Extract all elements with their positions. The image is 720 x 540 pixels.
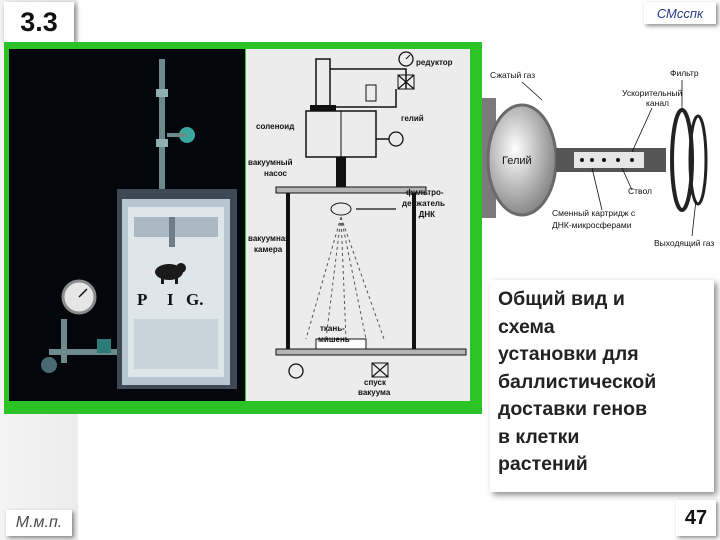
page-number: 47	[676, 500, 716, 536]
label-filter-holder-2: держатель	[402, 199, 445, 208]
caption-line: Общий вид и	[498, 288, 625, 310]
label-solenoid: соленоид	[256, 122, 294, 131]
gene-gun-diagram: Гелий Сжатый газ Фильтр Ускорительный ка…	[482, 60, 718, 250]
schematic-drawing: редуктор соленоид гелий вакуумный насос …	[248, 51, 467, 397]
label-accel-channel-1: Ускорительный	[622, 88, 683, 98]
label-reductor: редуктор	[416, 58, 453, 67]
label-filter-holder-1: фильтро-	[406, 188, 444, 197]
label-cartridge-1: Сменный картридж с	[552, 208, 636, 218]
caption-line: баллистической	[498, 370, 657, 393]
gene-gun-drawing: Гелий Сжатый газ Фильтр Ускорительный ка…	[482, 68, 714, 248]
label-accel-channel-2: канал	[646, 98, 669, 108]
label-release-1: спуск	[364, 378, 387, 387]
label-exhaust-gas: Выходящий газ	[654, 238, 714, 248]
caption-line: растений	[498, 453, 588, 475]
label-filter-holder-3: с ДНК	[412, 210, 435, 219]
label-filter: Фильтр	[670, 68, 699, 78]
caption-line: схема	[498, 315, 555, 338]
caption-box: Общий вид и схема установки для баллисти…	[490, 280, 714, 492]
label-chamber-1: вакуумная	[248, 234, 290, 243]
schematic-diagram: редуктор соленоид гелий вакуумный насос …	[246, 49, 470, 401]
label-vacuum-pump-2: насос	[264, 169, 288, 178]
photo-logo-p: P	[137, 290, 147, 309]
caption-line: установки для	[498, 343, 639, 365]
label-target-1: ткань-	[320, 324, 345, 333]
apparatus-photo-drawing: P I G.	[41, 59, 237, 389]
label-target-2: мишень	[318, 335, 350, 344]
label-release-2: вакуума	[358, 388, 391, 397]
label-barrel: Ствол	[628, 186, 652, 196]
label-cartridge-2: ДНК-микросферами	[552, 220, 632, 230]
photo-logo-i: I	[167, 290, 174, 309]
caption-line: в клетки	[498, 425, 580, 448]
label-vacuum-pump-1: вакуумный	[248, 158, 293, 167]
label-helium: гелий	[401, 114, 424, 123]
author-label: М.м.п.	[6, 510, 72, 536]
label-gun-helium: Гелий	[502, 155, 532, 167]
label-chamber-2: камера	[254, 245, 283, 254]
apparatus-photo: P I G.	[9, 49, 245, 401]
slide-number-badge: 3.3	[4, 2, 74, 42]
label-compressed-gas: Сжатый газ	[490, 70, 535, 80]
photo-logo-g: G.	[186, 290, 203, 309]
org-label: СМсспк	[644, 2, 716, 24]
caption-line: доставки генов	[498, 398, 648, 420]
